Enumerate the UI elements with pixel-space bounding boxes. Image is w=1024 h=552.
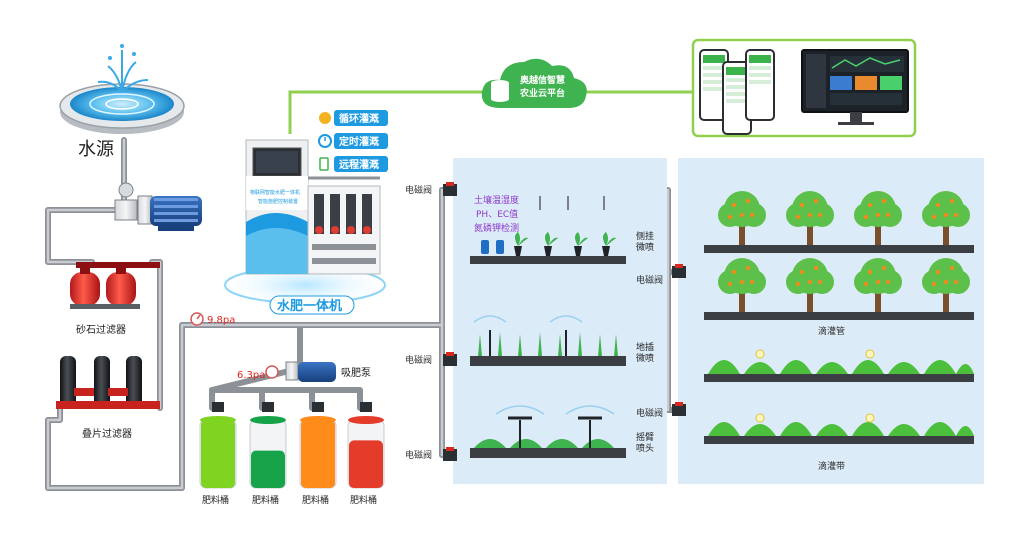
mode-tag-2: 远程灌溉 [339, 158, 379, 171]
mode-tag-1: 定时灌溉 [339, 135, 379, 148]
drip-tape-label: 滴灌带 [818, 460, 845, 472]
rocker-label2: 喷头 [636, 443, 654, 454]
valve-label-4: 电磁阀 [636, 274, 663, 286]
sensor-line3: 氮磷钾检测 [474, 222, 519, 234]
suction-pump-label: 吸肥泵 [341, 367, 371, 379]
side-mount-label2: 微喷 [636, 241, 654, 253]
valve-right-2: 电磁阀 [636, 402, 686, 419]
machine-screen-line2: 智能施肥控制装置 [258, 198, 298, 205]
valve-label-3: 电磁阀 [405, 449, 432, 461]
pressure-main-label: 9.8pa [207, 315, 235, 326]
cloud-line2: 农业云平台 [519, 87, 565, 99]
fruit-tree [922, 191, 970, 245]
fertilizer-tank: 肥料桶 [299, 402, 337, 506]
side-mount-label1: 侧挂 [636, 230, 654, 242]
disc-filter [56, 356, 160, 409]
drip-tape-beds [704, 349, 974, 444]
ground-spray-bed [470, 315, 626, 366]
tree-bed [704, 312, 974, 320]
fruit-tree [718, 258, 766, 312]
fruit-tree [786, 258, 834, 312]
sensor-line2: PH、EC值 [476, 208, 518, 220]
pressure-pump-label: 6.3pa [237, 370, 265, 381]
sensor-line1: 土壤温湿度 [474, 194, 519, 206]
main-pump [114, 182, 202, 231]
cloud-line1: 奥越信智慧 [519, 74, 565, 86]
desktop-monitor [801, 49, 909, 125]
valve-left-3: 电磁阀 [405, 447, 457, 461]
recycle-icon [319, 112, 331, 124]
machine-label: 水肥一体机 [277, 298, 342, 314]
disc-filter-label: 叠片过滤器 [82, 427, 132, 440]
fertilizer-tank: 肥料桶 [249, 402, 287, 506]
tank-label: 肥料桶 [302, 494, 329, 506]
pressure-gauge-main [190, 312, 204, 326]
mode-tag-0: 循环灌溉 [339, 112, 379, 125]
tank-label: 肥料桶 [252, 494, 279, 506]
fruit-tree [922, 258, 970, 312]
valve-right-1: 电磁阀 [636, 264, 686, 286]
valve-label-5: 电磁阀 [636, 407, 663, 419]
signal-lines [288, 90, 695, 134]
valve-label-1: 电磁阀 [405, 184, 432, 196]
rocker-label1: 摇臂 [636, 431, 654, 443]
zone-panel-left [453, 158, 667, 484]
fertilizer-tanks: 肥料桶 肥料桶 肥料桶 肥料桶 [199, 402, 385, 506]
phone-screens [699, 49, 775, 135]
ground-label1: 地插 [636, 341, 654, 353]
fertigation-machine [215, 139, 395, 309]
valve-label-2: 电磁阀 [405, 354, 432, 366]
fruit-tree [718, 191, 766, 245]
mode-tags: 循环灌溉 定时灌溉 远程灌溉 [318, 110, 388, 172]
sand-filter [70, 262, 160, 309]
fruit-tree [854, 258, 902, 312]
drip-pipe-label: 滴灌管 [818, 325, 845, 337]
fertilizer-tank: 肥料桶 [199, 402, 237, 506]
fruit-tree [786, 191, 834, 245]
tank-label: 肥料桶 [202, 494, 229, 506]
water-source-label: 水源 [78, 139, 114, 160]
fertilizer-tank: 肥料桶 [347, 402, 385, 506]
rocker-bed [470, 405, 626, 458]
pressure-gauge-pump [265, 365, 279, 379]
valve-left-1: 电磁阀 [405, 182, 457, 196]
tree-bed [704, 245, 974, 253]
phone-icon [319, 157, 329, 171]
fruit-tree [854, 191, 902, 245]
water-source [59, 44, 185, 134]
ground-label2: 微喷 [636, 352, 654, 364]
machine-label-box [269, 295, 355, 315]
suction-pump [265, 361, 336, 382]
fruit-trees [704, 191, 974, 320]
tank-label: 肥料桶 [350, 494, 377, 506]
sand-filter-label: 砂石过滤器 [76, 323, 126, 336]
sensor-probes [481, 240, 504, 254]
machine-screen-line1: 物联网智能水肥一体机 [250, 189, 300, 196]
side-mount-bed [470, 196, 626, 264]
cloud-platform: 奥越信智慧 农业云平台 [481, 58, 587, 108]
valve-left-2: 电磁阀 [405, 352, 457, 366]
